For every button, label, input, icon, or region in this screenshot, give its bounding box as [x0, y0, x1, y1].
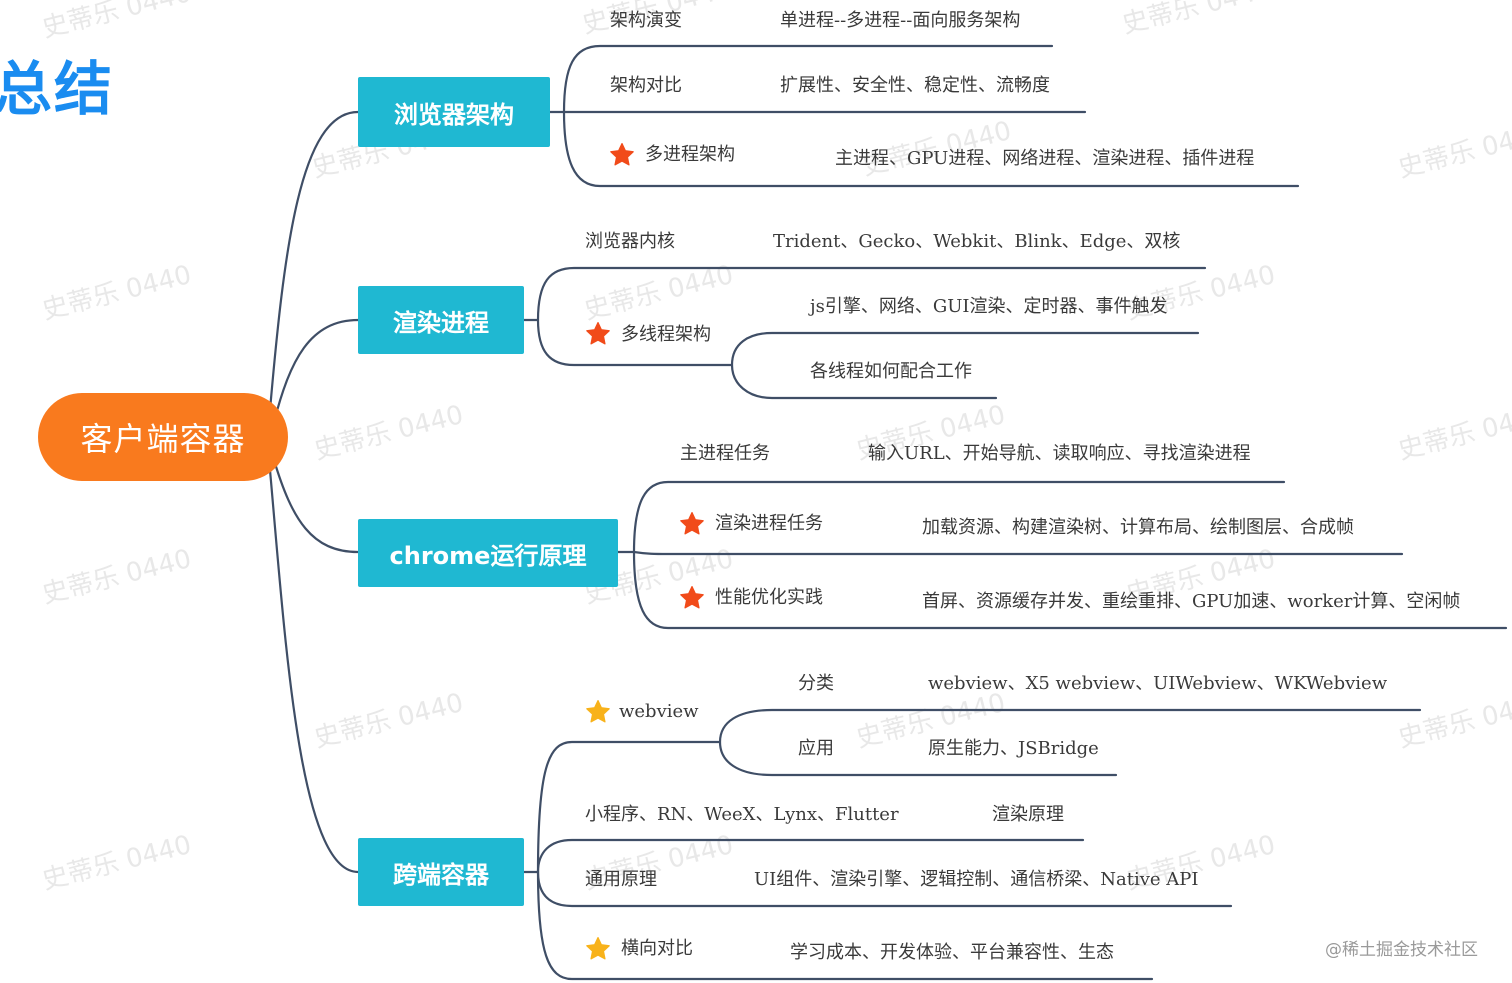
branch-compare	[536, 870, 1154, 981]
branch-perf	[632, 550, 1508, 630]
node-detail: 主进程、GPU进程、网络进程、渲染进程、插件进程	[835, 148, 1255, 169]
category-browser-architecture: 浏览器架构	[358, 77, 550, 147]
branch-webview-usage	[718, 740, 1118, 777]
node-label: 通用原理	[585, 869, 657, 890]
category-render-process: 渲染进程	[358, 286, 524, 354]
node-label: 浏览器内核	[585, 231, 675, 252]
node-label: 渲染进程任务	[715, 513, 823, 534]
star-red-icon	[610, 142, 634, 166]
page-title: 总结	[0, 55, 115, 123]
node-label: 架构演变	[610, 10, 682, 31]
node-label: 应用	[798, 738, 834, 759]
category-chrome-principle: chrome运行原理	[358, 519, 618, 587]
branch-multithread	[536, 318, 734, 367]
node-detail: 加载资源、构建渲染树、计算布局、绘制图层、合成帧	[922, 517, 1354, 538]
star-red-icon	[680, 511, 704, 535]
node-detail: Trident、Gecko、Webkit、Blink、Edge、双核	[773, 231, 1181, 252]
node-detail: 单进程--多进程--面向服务架构	[780, 10, 1021, 31]
star-gold-icon	[586, 936, 610, 960]
node-detail: 各线程如何配合工作	[810, 361, 972, 382]
node-label: 架构对比	[610, 75, 682, 96]
branch-miniprogram	[536, 838, 1085, 874]
node-detail: webview、X5 webview、UIWebview、WKWebview	[928, 673, 1388, 694]
branch-main-task	[632, 480, 1286, 554]
node-detail: 扩展性、安全性、稳定性、流畅度	[780, 75, 1050, 96]
star-red-icon	[680, 585, 704, 609]
link-root-chrome	[272, 458, 360, 554]
star-gold-icon	[586, 699, 610, 723]
link-root-browser-arch	[268, 110, 360, 412]
branch-kernel	[536, 266, 1207, 322]
node-label: 主进程任务	[680, 443, 770, 464]
branch-webview-types	[718, 708, 1422, 744]
node-detail: js引擎、网络、GUI渲染、定时器、事件触发	[810, 296, 1168, 317]
category-cross-platform: 跨端容器	[358, 838, 524, 906]
branch-arch-evolution	[562, 44, 1054, 114]
node-label: 小程序、RN、WeeX、Lynx、Flutter	[585, 804, 899, 825]
node-label: 性能优化实践	[715, 587, 823, 608]
branch-render-task	[632, 550, 1404, 556]
node-label: 多进程架构	[645, 144, 735, 165]
branch-thread-coop	[730, 363, 998, 400]
branch-multiprocess	[562, 110, 1300, 188]
star-red-icon	[586, 321, 610, 345]
node-detail: 首屏、资源缓存并发、重绘重排、GPU加速、worker计算、空闲帧	[922, 591, 1461, 612]
node-label: 多线程架构	[621, 324, 711, 345]
branch-webview	[536, 740, 722, 874]
root-node: 客户端容器	[38, 393, 288, 481]
source-credit: @稀土掘金技术社区	[1325, 940, 1478, 960]
node-label: 分类	[798, 673, 834, 694]
link-root-render-process	[272, 318, 360, 424]
node-detail: UI组件、渲染引擎、逻辑控制、通信桥梁、Native API	[754, 869, 1199, 890]
node-detail: 学习成本、开发体验、平台兼容性、生态	[790, 942, 1114, 963]
node-detail: 渲染原理	[992, 804, 1064, 825]
link-root-cross-platform	[268, 468, 360, 874]
node-detail: 原生能力、JSBridge	[928, 738, 1099, 759]
node-label: 横向对比	[621, 938, 693, 959]
node-detail: 输入URL、开始导航、读取响应、寻找渲染进程	[868, 443, 1251, 464]
node-label: webview	[619, 701, 699, 722]
branch-thread-list	[730, 331, 1200, 367]
